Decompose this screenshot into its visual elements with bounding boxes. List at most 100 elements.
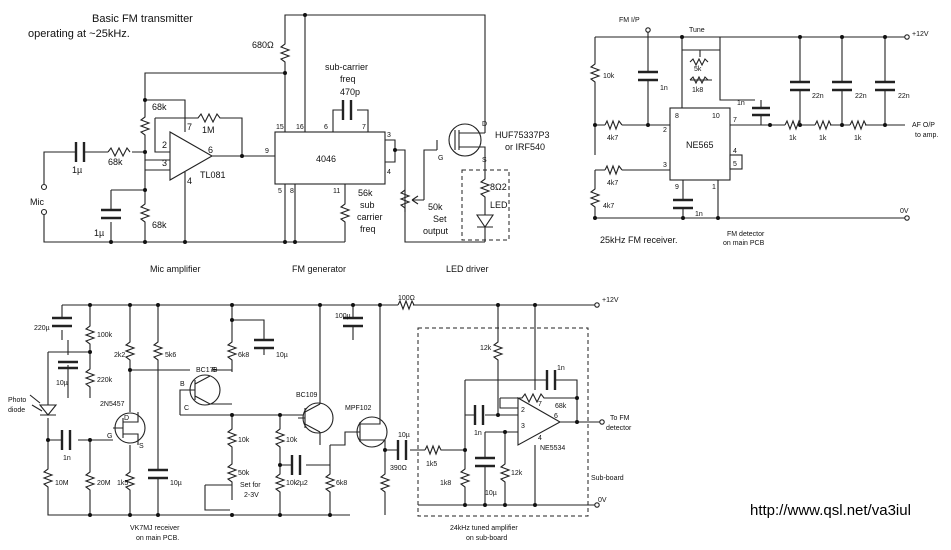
vk-c100-label: 100µ: [335, 313, 351, 320]
opamp-label: TL081: [200, 170, 226, 180]
to-fm-label: To FM: [610, 415, 630, 422]
vk-r20m-label: 20M: [97, 480, 111, 487]
ne5534-label: NE5534: [540, 445, 565, 452]
vk-r2k2-label: 2k2: [114, 352, 125, 359]
ic-4046-label: 4046: [316, 154, 336, 164]
pin11: 11: [333, 188, 340, 195]
fm-rx-caption: 25kHz FM receiver.: [600, 235, 678, 245]
vk-c2u2-label: 2µ2: [296, 480, 308, 487]
subcarrier-label-2: freq: [340, 74, 356, 84]
pin6: 6: [208, 145, 213, 155]
vk7-caption-2: on main PCB.: [136, 535, 179, 542]
c470p-label: 470p: [340, 87, 360, 97]
rx-r1k8-label: 1k8: [692, 87, 703, 94]
vk-c220-label: 220µ: [34, 325, 50, 332]
ta-r12k-label: 12k: [480, 345, 492, 352]
vk-r390-label: 390Ω: [390, 465, 407, 472]
sub-label: sub: [360, 200, 375, 210]
vk-c10u2-label: 10µ: [276, 352, 288, 359]
ne565-label: NE565: [686, 140, 714, 150]
rx-c1n-label: 1n: [660, 85, 668, 92]
af-op-label: AF O/P: [912, 122, 935, 129]
pin4: 4: [187, 176, 192, 186]
fm-det-caption-2: on main PCB: [723, 240, 765, 247]
fm-gen-caption: FM generator: [292, 264, 346, 274]
tune-label: Tune: [689, 27, 705, 34]
rx-c22c-label: 22n: [898, 93, 910, 100]
fm-detector: FM I/P Tune +12V 10k 1n 5k 1k8 1n 22n 22…: [589, 17, 938, 247]
r680-label: 680Ω: [252, 40, 274, 50]
vk-r10k2-label: 10k: [286, 437, 298, 444]
ta-p6: 6: [554, 413, 558, 420]
vk-r6k8-label: 6k8: [238, 352, 249, 359]
q5: 5: [733, 161, 737, 168]
rx-c1n2-label: 1n: [737, 100, 745, 107]
vk-r220k-label: 220k: [97, 377, 113, 384]
bc109-label: BC109: [296, 392, 318, 399]
vk-c1n-label: 1n: [63, 455, 71, 462]
pin7: 7: [187, 122, 192, 132]
q1: 1: [712, 184, 716, 191]
r1m-label: 1M: [202, 125, 215, 135]
rx-r1ka-label: 1k: [789, 135, 797, 142]
bjt-b: B: [180, 381, 185, 388]
pin15: 15: [276, 124, 284, 131]
vk-r5k6-label: 5k6: [165, 352, 176, 359]
tuned-caption: 24kHz tuned amplifier: [450, 525, 518, 532]
carrier-label: carrier: [357, 212, 383, 222]
tuned-amplifier: 1k8 1n 12k 1n 68k NE5534 2 3 7 6 4 10µ 1…: [417, 303, 632, 542]
ta-c10u5-label: 10µ: [485, 490, 497, 497]
vk7mj-receiver: 220µ 100k 220k 10µ Photo diode 2k2 5k6 6…: [8, 295, 619, 542]
detector-label: detector: [606, 425, 632, 432]
diode-label: diode: [8, 407, 25, 414]
bjt-e: E: [212, 367, 217, 374]
pin9: 9: [265, 148, 269, 155]
vk-c10u4-label: 10µ: [398, 432, 410, 439]
pin2: 2: [162, 140, 167, 150]
bc179-label: BC179: [196, 367, 218, 374]
mic-label: Mic: [30, 197, 44, 207]
r8ohm-label: 8Ω2: [490, 182, 507, 192]
led-driver-caption: LED driver: [446, 264, 489, 274]
rx-r5k-label: 5k: [694, 66, 702, 73]
q3: 3: [663, 162, 667, 169]
q9: 9: [675, 184, 679, 191]
pin5: 5: [278, 188, 282, 195]
freq-label: freq: [360, 224, 376, 234]
vk-12v-label: +12V: [602, 297, 619, 304]
vk-r10k-label: 10k: [238, 437, 250, 444]
jfet-d: D: [124, 415, 129, 422]
rx-r1kb-label: 1k: [819, 135, 827, 142]
fm-ip-label: FM I/P: [619, 17, 640, 24]
rx-12v-label: +12V: [912, 31, 929, 38]
mosfet-label-1: HUF75337P3: [495, 130, 550, 140]
jfet-s: S: [139, 443, 144, 450]
mos-g: G: [438, 155, 443, 162]
mpf102-label: MPF102: [345, 405, 372, 412]
vk-r10m-label: 10M: [55, 480, 69, 487]
vk-c10u-label: 10µ: [56, 380, 68, 387]
subboard-label: Sub-board: [591, 475, 624, 482]
c1u-a-label: 1µ: [72, 165, 82, 175]
vk7-caption: VK7MJ receiver: [130, 525, 180, 532]
r50k-tx-label: 50k: [428, 202, 443, 212]
tuned-caption-2: on sub-board: [466, 535, 507, 542]
vk-r100k-label: 100k: [97, 332, 113, 339]
vk-r1k5-label: 1k5: [117, 480, 128, 487]
ta-r1k8-label: 1k8: [440, 480, 451, 487]
vk-r6k82-label: 6k8: [336, 480, 347, 487]
ta-p4: 4: [538, 435, 542, 442]
title-line-1: Basic FM transmitter: [92, 13, 193, 25]
mosfet-label-2: or IRF540: [505, 142, 545, 152]
mos-d: D: [482, 121, 487, 128]
pin3b: 3: [387, 132, 391, 139]
ta-r68k-label: 68k: [555, 403, 567, 410]
rx-r10k-label: 10k: [603, 73, 615, 80]
ta-p3: 3: [521, 423, 525, 430]
mic-amplifier: Mic 1µ 68k 68k 68k 1µ 1M TL081 2 3 7 6 4…: [30, 72, 345, 274]
jfet-g: G: [107, 433, 112, 440]
rx-c1n3-label: 1n: [695, 211, 703, 218]
pin16: 16: [296, 124, 304, 131]
vk-r1k52-label: 1k5: [426, 461, 437, 468]
q8: 8: [675, 113, 679, 120]
